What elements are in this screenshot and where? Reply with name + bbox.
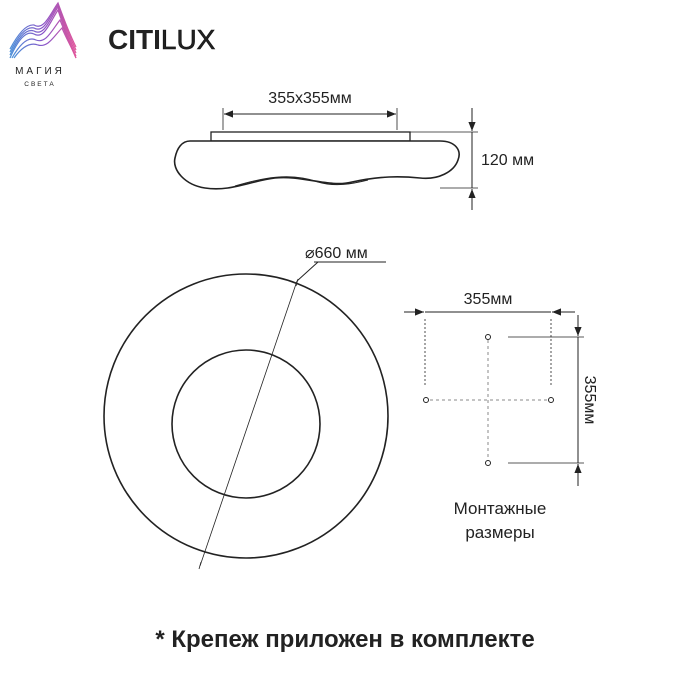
inner-circle — [171, 349, 321, 499]
mounting-plate — [210, 131, 411, 142]
mount-hole-top — [485, 334, 491, 340]
wave-emblem-icon — [9, 1, 77, 59]
mount-hole-left — [423, 397, 429, 403]
mount-caption-line2: размеры — [465, 523, 534, 542]
outer-circle — [103, 273, 389, 559]
footer-note: * Крепеж приложен в комплекте — [155, 626, 534, 653]
magiya-sveta-logo: МАГИЯ СВЕТА — [9, 1, 77, 88]
diameter-label: ⌀660 мм — [305, 245, 368, 262]
manufacturer-logo-text: CITILUX — [108, 24, 216, 55]
mounting-diagram: 355мм 355мм Монтажные размеры — [404, 291, 598, 542]
diameter-leader — [296, 261, 319, 282]
diameter-tick-top — [295, 278, 299, 287]
side-view: 355x355мм 120 мм — [173, 90, 534, 210]
diameter-tick-bottom — [198, 561, 202, 570]
citilux-logo: CITILUX — [108, 24, 216, 56]
lamp-body-side — [173, 140, 460, 190]
top-view: ⌀660 мм — [103, 245, 389, 570]
diameter-line — [199, 280, 298, 567]
mount-hole-right — [548, 397, 554, 403]
logo-secondary-text: СВЕТА — [24, 81, 55, 88]
mount-caption-line1: Монтажные — [454, 499, 547, 518]
lamp-shade-contour — [234, 176, 369, 187]
logo-primary-text: МАГИЯ — [15, 66, 65, 77]
mount-width-label: 355мм — [464, 291, 513, 308]
side-height-label: 120 мм — [481, 152, 534, 169]
mount-height-label: 355мм — [581, 376, 598, 425]
side-width-label: 355x355мм — [268, 90, 351, 107]
mount-hole-bottom — [485, 460, 491, 466]
